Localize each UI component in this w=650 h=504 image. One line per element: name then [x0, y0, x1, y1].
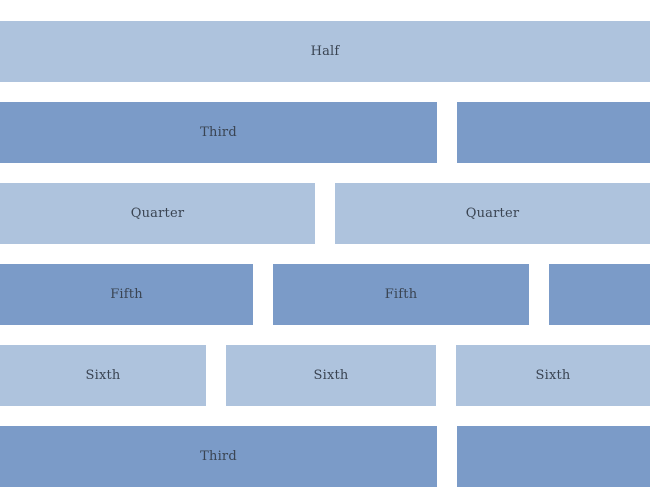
- grid-row-sixth: Sixth Sixth Sixth: [0, 345, 650, 406]
- grid-cell-fifth-3[interactable]: [549, 264, 650, 325]
- grid-cell-sixth-3[interactable]: Sixth: [456, 345, 650, 406]
- grid-cell-sixth-2[interactable]: Sixth: [226, 345, 436, 406]
- grid-cell-label: Fifth: [110, 287, 143, 302]
- grid-cell-label: Sixth: [85, 368, 121, 383]
- grid-cell-third-4[interactable]: [457, 426, 650, 487]
- grid-cell-label: Third: [200, 125, 237, 140]
- grid-cell-fifth-1[interactable]: Fifth: [0, 264, 253, 325]
- grid-cell-label: Sixth: [313, 368, 349, 383]
- grid-cell-third-2[interactable]: [457, 102, 650, 163]
- grid-row-third-bottom: Third: [0, 426, 650, 487]
- grid-cell-quarter-1[interactable]: Quarter: [0, 183, 315, 244]
- grid-cell-label: Quarter: [465, 206, 520, 221]
- grid-cell-label: Half: [310, 44, 340, 59]
- grid-cell-sixth-1[interactable]: Sixth: [0, 345, 206, 406]
- grid-cell-label: Third: [200, 449, 237, 464]
- grid-cell-third-1[interactable]: Third: [0, 102, 437, 163]
- grid-row-fifth: Fifth Fifth: [0, 264, 650, 325]
- grid-row-third-top: Third: [0, 102, 650, 163]
- grid-cell-label: Sixth: [535, 368, 571, 383]
- grid-cell-fifth-2[interactable]: Fifth: [273, 264, 529, 325]
- grid-cell-third-3[interactable]: Third: [0, 426, 437, 487]
- grid-cell-half[interactable]: Half: [0, 21, 650, 82]
- grid-cell-label: Quarter: [130, 206, 185, 221]
- grid-cell-quarter-2[interactable]: Quarter: [335, 183, 650, 244]
- grid-row-half: Half: [0, 21, 650, 82]
- grid-row-quarter: Quarter Quarter: [0, 183, 650, 244]
- grid-cell-label: Fifth: [384, 287, 418, 302]
